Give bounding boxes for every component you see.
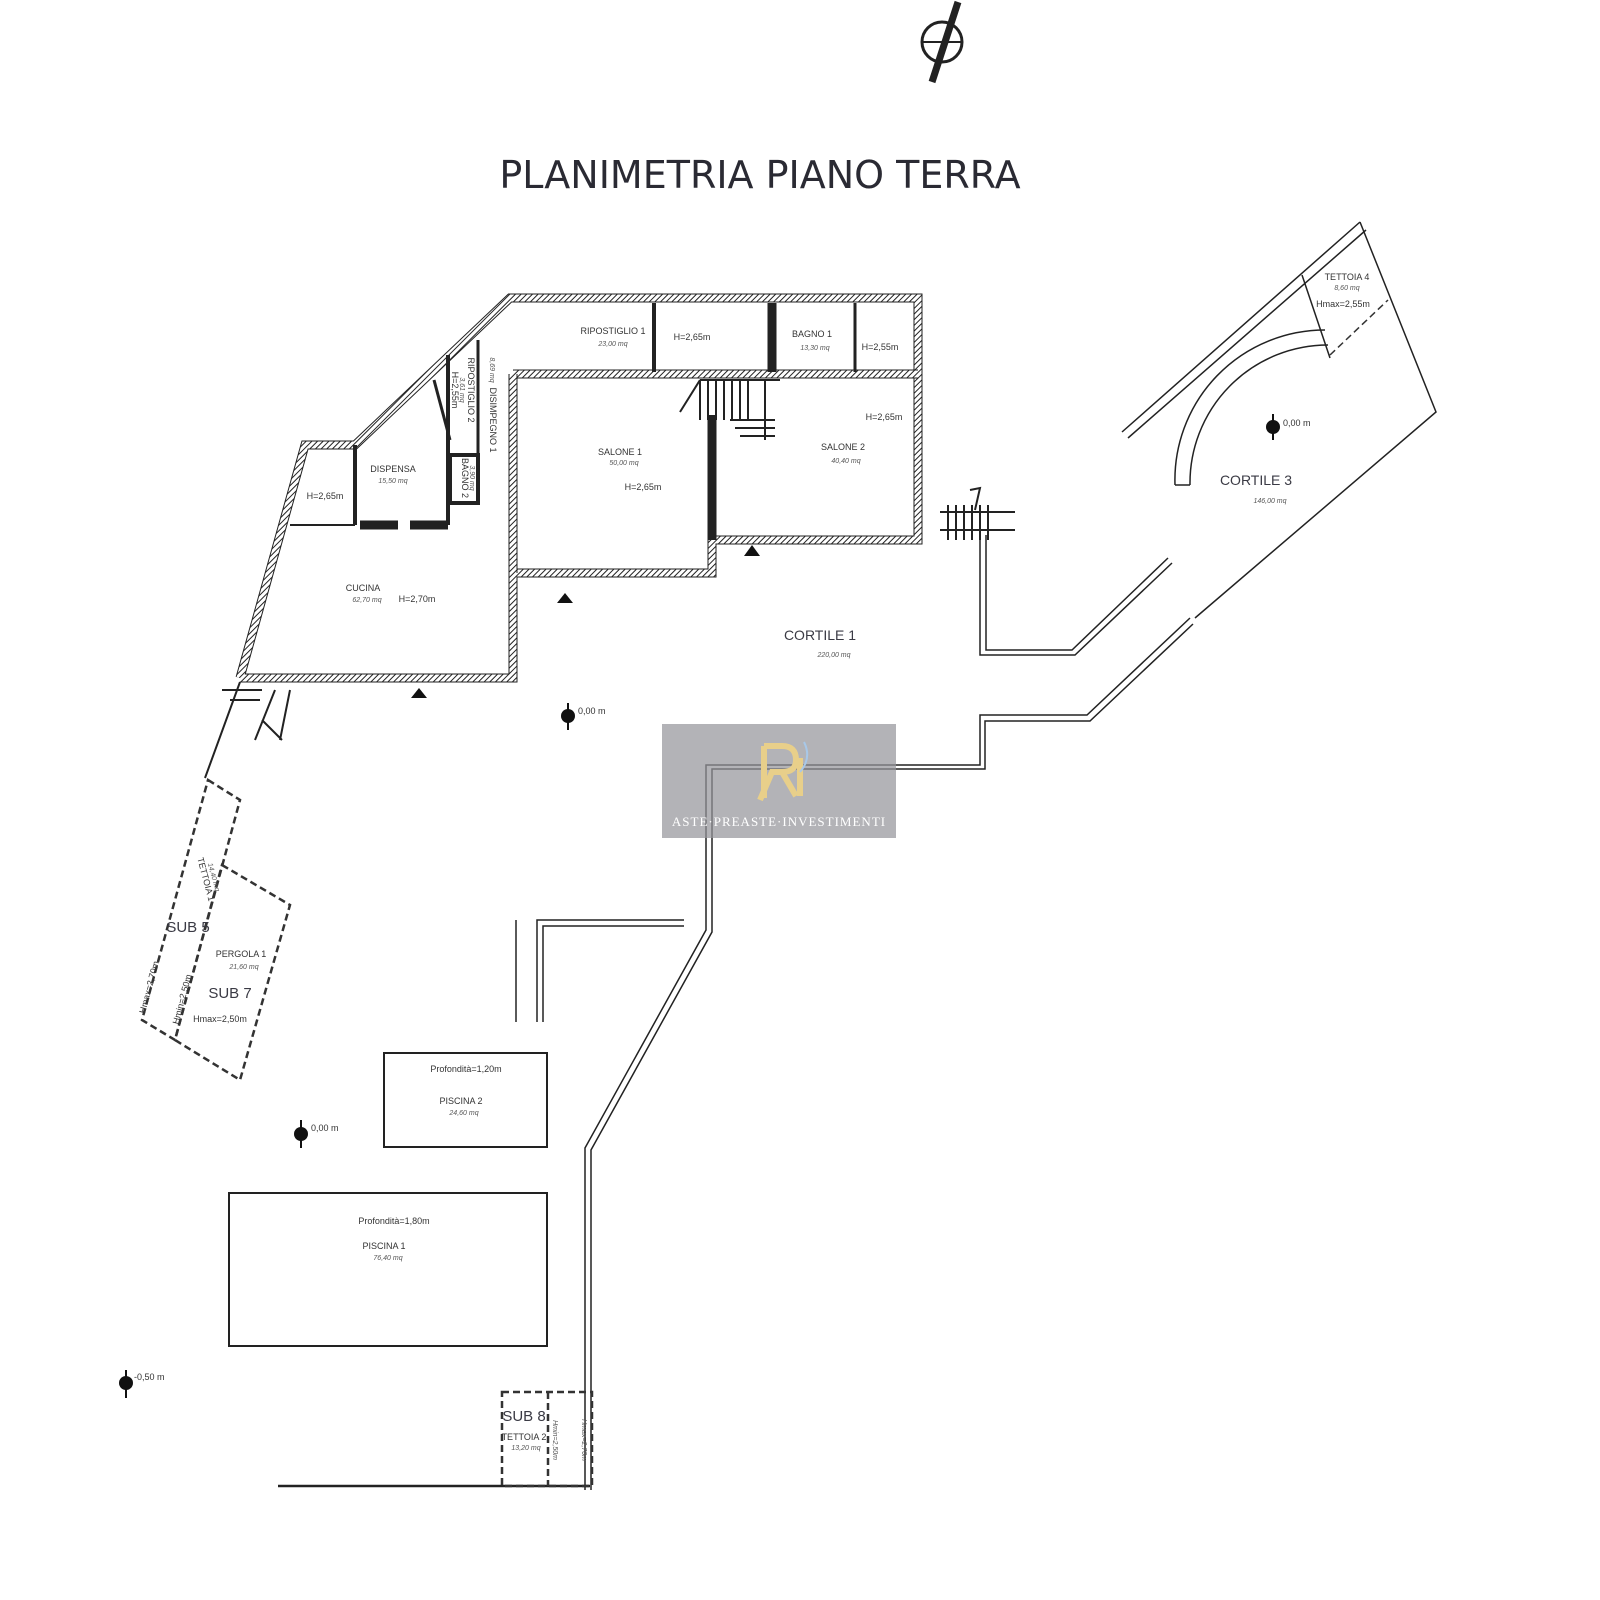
room-name: DISIMPEGNO 1 (488, 387, 498, 452)
pool-depth: Profondità=1,20m (430, 1064, 501, 1074)
pool-area: 24,60 mq (448, 1110, 478, 1117)
courtyard-area: 220,00 mq (816, 652, 850, 659)
room-height: H=2,65m (307, 491, 344, 501)
courtyard-area: 146,00 mq (1253, 498, 1286, 505)
room-area: 13,30 mq (800, 345, 829, 352)
room-name: DISPENSA (370, 464, 416, 474)
room-height: H=2,65m (674, 332, 711, 342)
building-walls (204, 293, 1015, 779)
entrance-marker-icon (411, 688, 427, 698)
room-area: 40,40 mq (831, 458, 860, 465)
room-area: 50,00 mq (609, 460, 638, 467)
room-area: 13,20 mq (511, 1445, 540, 1452)
pool-2 (383, 1052, 548, 1148)
sub-label: SUB 7 (208, 985, 251, 1002)
room-area: 15,50 mq (378, 478, 407, 485)
room-name: BAGNO 1 (792, 329, 832, 339)
room-area: 3,61 mq (458, 377, 465, 402)
room-height: H=2,70m (399, 594, 436, 604)
room-name: PERGOLA 1 (216, 949, 267, 959)
room-name: TETTOIA 2 (502, 1432, 547, 1442)
pool-name: PISCINA 1 (362, 1241, 405, 1251)
room-name: SALONE 2 (821, 442, 865, 452)
level-marker-icon (561, 703, 575, 730)
room-height: H=2,65m (866, 412, 903, 422)
pool-depth: Profondità=1,80m (358, 1216, 429, 1226)
room-height: Hmin=2,50m (551, 1420, 558, 1460)
pool-name: PISCINA 2 (439, 1096, 482, 1106)
room-area: 8,69 mq (488, 357, 495, 382)
room-area: 8,60 mq (1334, 285, 1359, 292)
sub-label: SUB 8 (502, 1408, 545, 1425)
north-arrow-icon (920, 0, 964, 84)
room-area: 3,90 mq (468, 465, 475, 490)
room-height: Hmax=2,70m (137, 960, 161, 1015)
watermark-text: ASTE·PREASTE·INVESTIMENTI (671, 814, 887, 829)
sub8-area (500, 1390, 594, 1488)
plan-title: PLANIMETRIA PIANO TERRA (499, 153, 1020, 197)
courtyard-name: CORTILE 3 (1220, 472, 1292, 488)
level-label: 0,00 m (311, 1123, 339, 1133)
pool-area: 76,40 mq (373, 1255, 402, 1262)
pool-1 (228, 1192, 548, 1347)
room-height: H=2,65m (625, 482, 662, 492)
room-height: Hmin=2,50m (171, 973, 194, 1025)
room-name: CUCINA (346, 583, 381, 593)
courtyard-boundaries (278, 221, 1437, 1490)
level-label: 0,00 m (1283, 418, 1311, 428)
room-area: 21,60 mq (228, 964, 258, 971)
room-height: Hmax=2,50m (193, 1014, 247, 1024)
level-marker-icon (119, 1370, 133, 1398)
room-name: BAGNO 2 (460, 458, 470, 498)
room-height: H=2,55m (862, 342, 899, 352)
staircase-icon (679, 379, 780, 440)
watermark: ASTE·PREASTE·INVESTIMENTI (662, 724, 896, 838)
room-height: Hmax=2,70m (580, 1419, 587, 1461)
entrance-marker-icon (557, 593, 573, 603)
level-label: 0,00 m (578, 706, 606, 716)
courtyard-name: CORTILE 1 (784, 627, 856, 643)
sub5-area (140, 778, 242, 1042)
room-name: RIPOSTIGLIO 2 (466, 357, 476, 422)
room-height: Hmax=2,55m (1316, 299, 1370, 309)
level-marker-icon (1266, 414, 1280, 440)
level-label: -0,50 m (134, 1372, 165, 1382)
room-area: 62,70 mq (352, 597, 381, 604)
room-name: TETTOIA 4 (1325, 272, 1370, 282)
room-name: RIPOSTIGLIO 1 (580, 326, 645, 336)
room-area: 23,00 mq (597, 341, 627, 348)
logo-icon (757, 741, 809, 802)
room-name: SALONE 1 (598, 447, 642, 457)
level-marker-icon (294, 1120, 308, 1148)
room-height: H=2,55m (450, 372, 460, 409)
entrance-marker-icon (744, 545, 760, 556)
sub7-area (173, 863, 292, 1082)
sub-label: SUB 5 (166, 919, 209, 936)
